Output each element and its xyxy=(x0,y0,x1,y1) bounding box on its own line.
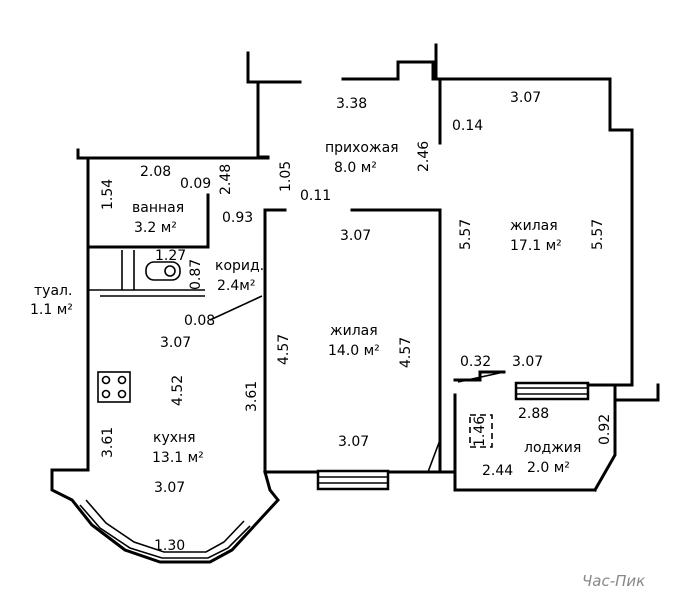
stove-burner xyxy=(117,389,127,399)
wall-kitchen-right xyxy=(263,208,287,472)
dim-label: 2.88 xyxy=(518,406,549,422)
dim-label: 4.52 xyxy=(170,375,186,406)
wall-loggia-side xyxy=(592,398,617,493)
bay-window-l1 xyxy=(79,504,251,559)
bay-window-l2 xyxy=(85,499,245,553)
dim-label: 1.30 xyxy=(154,538,185,554)
wall-living-top xyxy=(350,208,442,382)
room-area-prihozhaya: 8.0 м² xyxy=(334,160,377,176)
dim-label: 2.46 xyxy=(416,141,432,172)
room-area-zhilaya-mid: 14.0 м² xyxy=(328,343,380,359)
wall-entry-left xyxy=(246,51,302,84)
room-name-tualet: туал. xyxy=(34,283,72,299)
wall-bottom-right xyxy=(386,470,597,492)
room-area-lodzhiya: 2.0 м² xyxy=(527,460,570,476)
wall-top xyxy=(341,60,612,84)
room-labels: прихожая 8.0 м² жилая 17.1 м² ванная 3.2… xyxy=(30,140,581,476)
room-area-kuhnya: 13.1 м² xyxy=(152,450,204,466)
wall-loggia-right xyxy=(586,383,660,402)
toilet-icon xyxy=(145,261,181,281)
dim-label: 0.93 xyxy=(222,210,253,226)
door-corridor xyxy=(209,295,263,321)
wall-bath-top xyxy=(76,148,270,160)
room-area-koridor: 2.4м² xyxy=(217,278,255,294)
room-name-kuhnya: кухня xyxy=(153,430,196,446)
wall-kitchen-bay-left xyxy=(50,468,280,564)
room-area-zhilaya-big: 17.1 м² xyxy=(510,238,562,254)
room-name-zhilaya-big: жилая xyxy=(510,218,558,234)
dim-label: 1.54 xyxy=(100,179,116,210)
dim-label: 0.87 xyxy=(188,259,204,290)
room-area-vannaya: 3.2 м² xyxy=(134,220,177,236)
dim-label: 1.27 xyxy=(155,248,186,264)
room-name-koridor: корид. xyxy=(215,258,264,274)
stove-burner xyxy=(117,375,127,385)
dim-label: 2.48 xyxy=(218,164,234,195)
room-area-tualet: 1.1 м² xyxy=(30,302,73,318)
dim-label: 5.57 xyxy=(590,219,606,250)
toilet-bowl xyxy=(164,265,176,277)
dim-label: 3.07 xyxy=(338,434,369,450)
dim-label: 4.57 xyxy=(398,337,414,368)
dim-label: 0.11 xyxy=(300,188,331,204)
dim-label: 1.05 xyxy=(278,161,294,192)
dim-label: 3.07 xyxy=(512,354,543,370)
window-living xyxy=(316,469,390,491)
watermark: Час-Пик xyxy=(582,572,645,590)
dim-label: 0.92 xyxy=(597,414,613,445)
dim-label: 3.38 xyxy=(336,96,367,112)
dim-label: 4.57 xyxy=(276,334,292,365)
door-living xyxy=(427,439,441,473)
dim-label: 3.07 xyxy=(154,480,185,496)
dim-label: 3.07 xyxy=(510,90,541,106)
door-loggia xyxy=(457,371,505,383)
dim-label: 0.14 xyxy=(452,118,483,134)
dim-label: 2.08 xyxy=(140,164,171,180)
stove-icon xyxy=(97,371,131,403)
wall-hall-left xyxy=(256,80,270,159)
room-name-prihozhaya: прихожая xyxy=(325,140,399,156)
loggia-storage xyxy=(469,414,493,448)
walls xyxy=(50,43,660,564)
window-loggia xyxy=(514,381,590,401)
dim-label: 2.44 xyxy=(482,463,513,479)
dim-label: 0.08 xyxy=(184,313,215,329)
room-name-lodzhiya: лоджия xyxy=(524,440,581,456)
dim-label: 0.09 xyxy=(180,176,211,192)
room-name-zhilaya-mid: жилая xyxy=(330,323,378,339)
dim-label: 3.61 xyxy=(100,427,116,458)
dim-label: 1.46 xyxy=(472,416,488,447)
dim-label: 0.32 xyxy=(460,354,491,370)
stove-burner xyxy=(101,389,111,399)
stove-burner xyxy=(101,375,111,385)
dim-label: 3.07 xyxy=(340,228,371,244)
dim-label: 3.61 xyxy=(244,381,260,412)
room-name-vannaya: ванная xyxy=(132,200,184,216)
dimension-labels: 3.38 3.07 0.14 2.46 2.08 0.09 2.48 1.05 … xyxy=(100,90,613,554)
wall-right xyxy=(608,80,634,387)
dim-label: 3.07 xyxy=(160,335,191,351)
dim-label: 5.57 xyxy=(458,219,474,250)
